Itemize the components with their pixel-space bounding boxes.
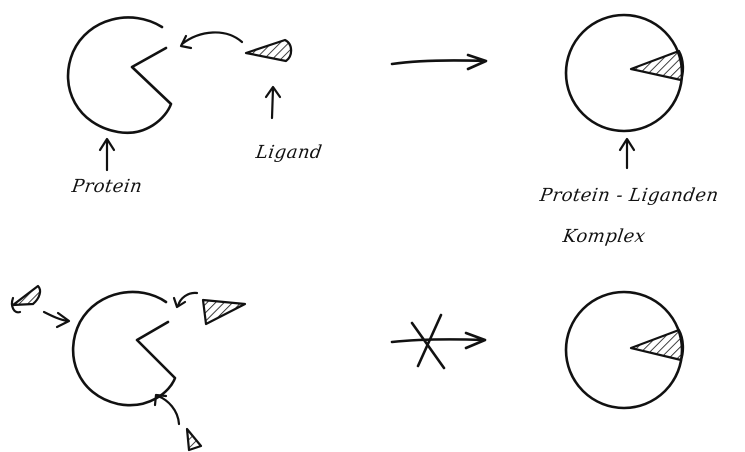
protein-shape-bottom (73, 292, 175, 405)
complex-ligand-bottom (631, 330, 683, 360)
ligand-label-arrow (272, 88, 273, 118)
reaction-arrow-top (392, 60, 485, 64)
reaction-arrow-bottom (392, 339, 484, 342)
complex-label-line2: Komplex (562, 226, 647, 247)
ligand-label: Ligand (255, 142, 324, 163)
protein-label: Protein (71, 176, 144, 197)
ligand-shape-top (246, 40, 291, 61)
wrong-ligand-right (203, 300, 245, 324)
protein-shape-top (68, 17, 171, 132)
wrong-ligand-bottom (187, 429, 201, 450)
binding-arrow-top (182, 32, 242, 44)
complex-ligand-top (631, 51, 683, 80)
complex-label-line1: Protein - Liganden (539, 185, 721, 206)
wrong-ligand-left (13, 286, 40, 305)
approach-arrow-bottom (158, 396, 179, 424)
